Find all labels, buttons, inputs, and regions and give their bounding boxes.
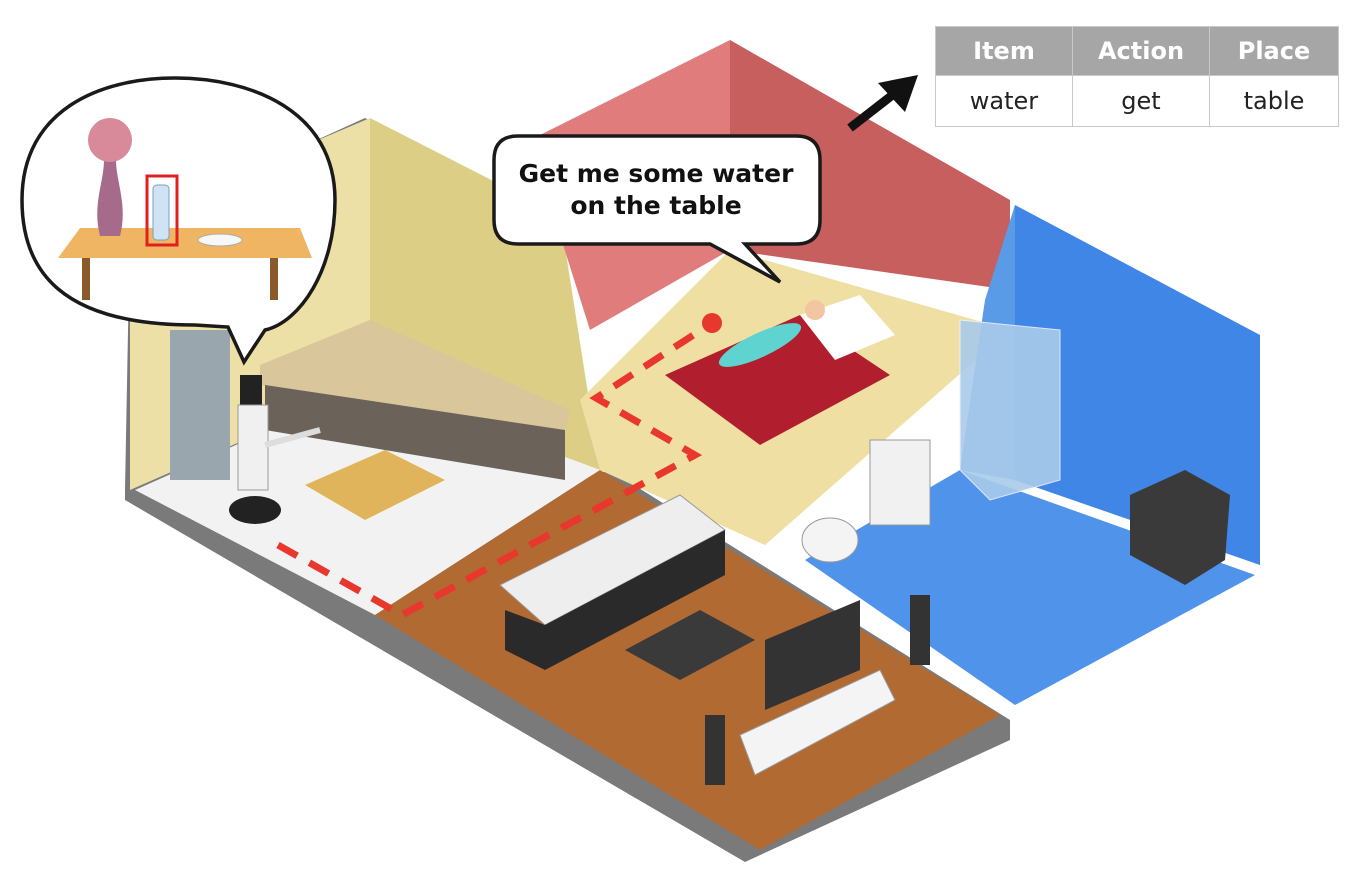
tv-stand [739,669,896,776]
dining-table [305,450,445,520]
path-goal-dot [702,313,722,333]
person-icon [718,300,825,367]
flowers [88,118,132,162]
fridge [170,330,230,480]
bubble-table-leg-right [270,258,278,300]
kitchen-cabinets [265,385,565,480]
speaker-right [910,595,930,665]
bubble-table-leg-left [82,258,90,300]
bubble-table-top [58,228,312,258]
command-table-row: water get table [935,75,1339,127]
washing-machine [869,439,931,526]
robot-path [276,320,714,620]
sink-cabinet [1130,470,1230,585]
shower [959,319,1061,501]
bathroom-floor [805,470,1255,705]
speech-text: Get me some water on the table [496,138,816,242]
speech-line-1: Get me some water [518,158,794,188]
sofa-base [505,530,725,670]
speech-line-2: on the table [570,191,742,220]
cell-place: table [1209,75,1339,127]
speaker-left [705,715,725,785]
arrow-icon [847,75,918,132]
command-table: Item Action Place water get table [935,26,1339,127]
command-table-header: Item Action Place [935,26,1339,76]
header-item: Item [935,26,1073,76]
water-highlight-box [145,174,179,247]
header-place: Place [1209,26,1339,76]
coffee-table [625,610,755,680]
cell-item: water [935,75,1073,127]
water-bottle-icon [152,184,170,241]
toilet [801,517,859,563]
kitchen-counter [260,320,570,430]
cell-action: get [1072,75,1210,127]
vase-icon [97,160,123,236]
header-action: Action [1072,26,1210,76]
bathroom-right-wall [1015,205,1260,565]
robot-icon [229,375,321,524]
plate [197,233,243,247]
tv-screen [765,600,860,710]
speech-bubble [492,134,822,284]
